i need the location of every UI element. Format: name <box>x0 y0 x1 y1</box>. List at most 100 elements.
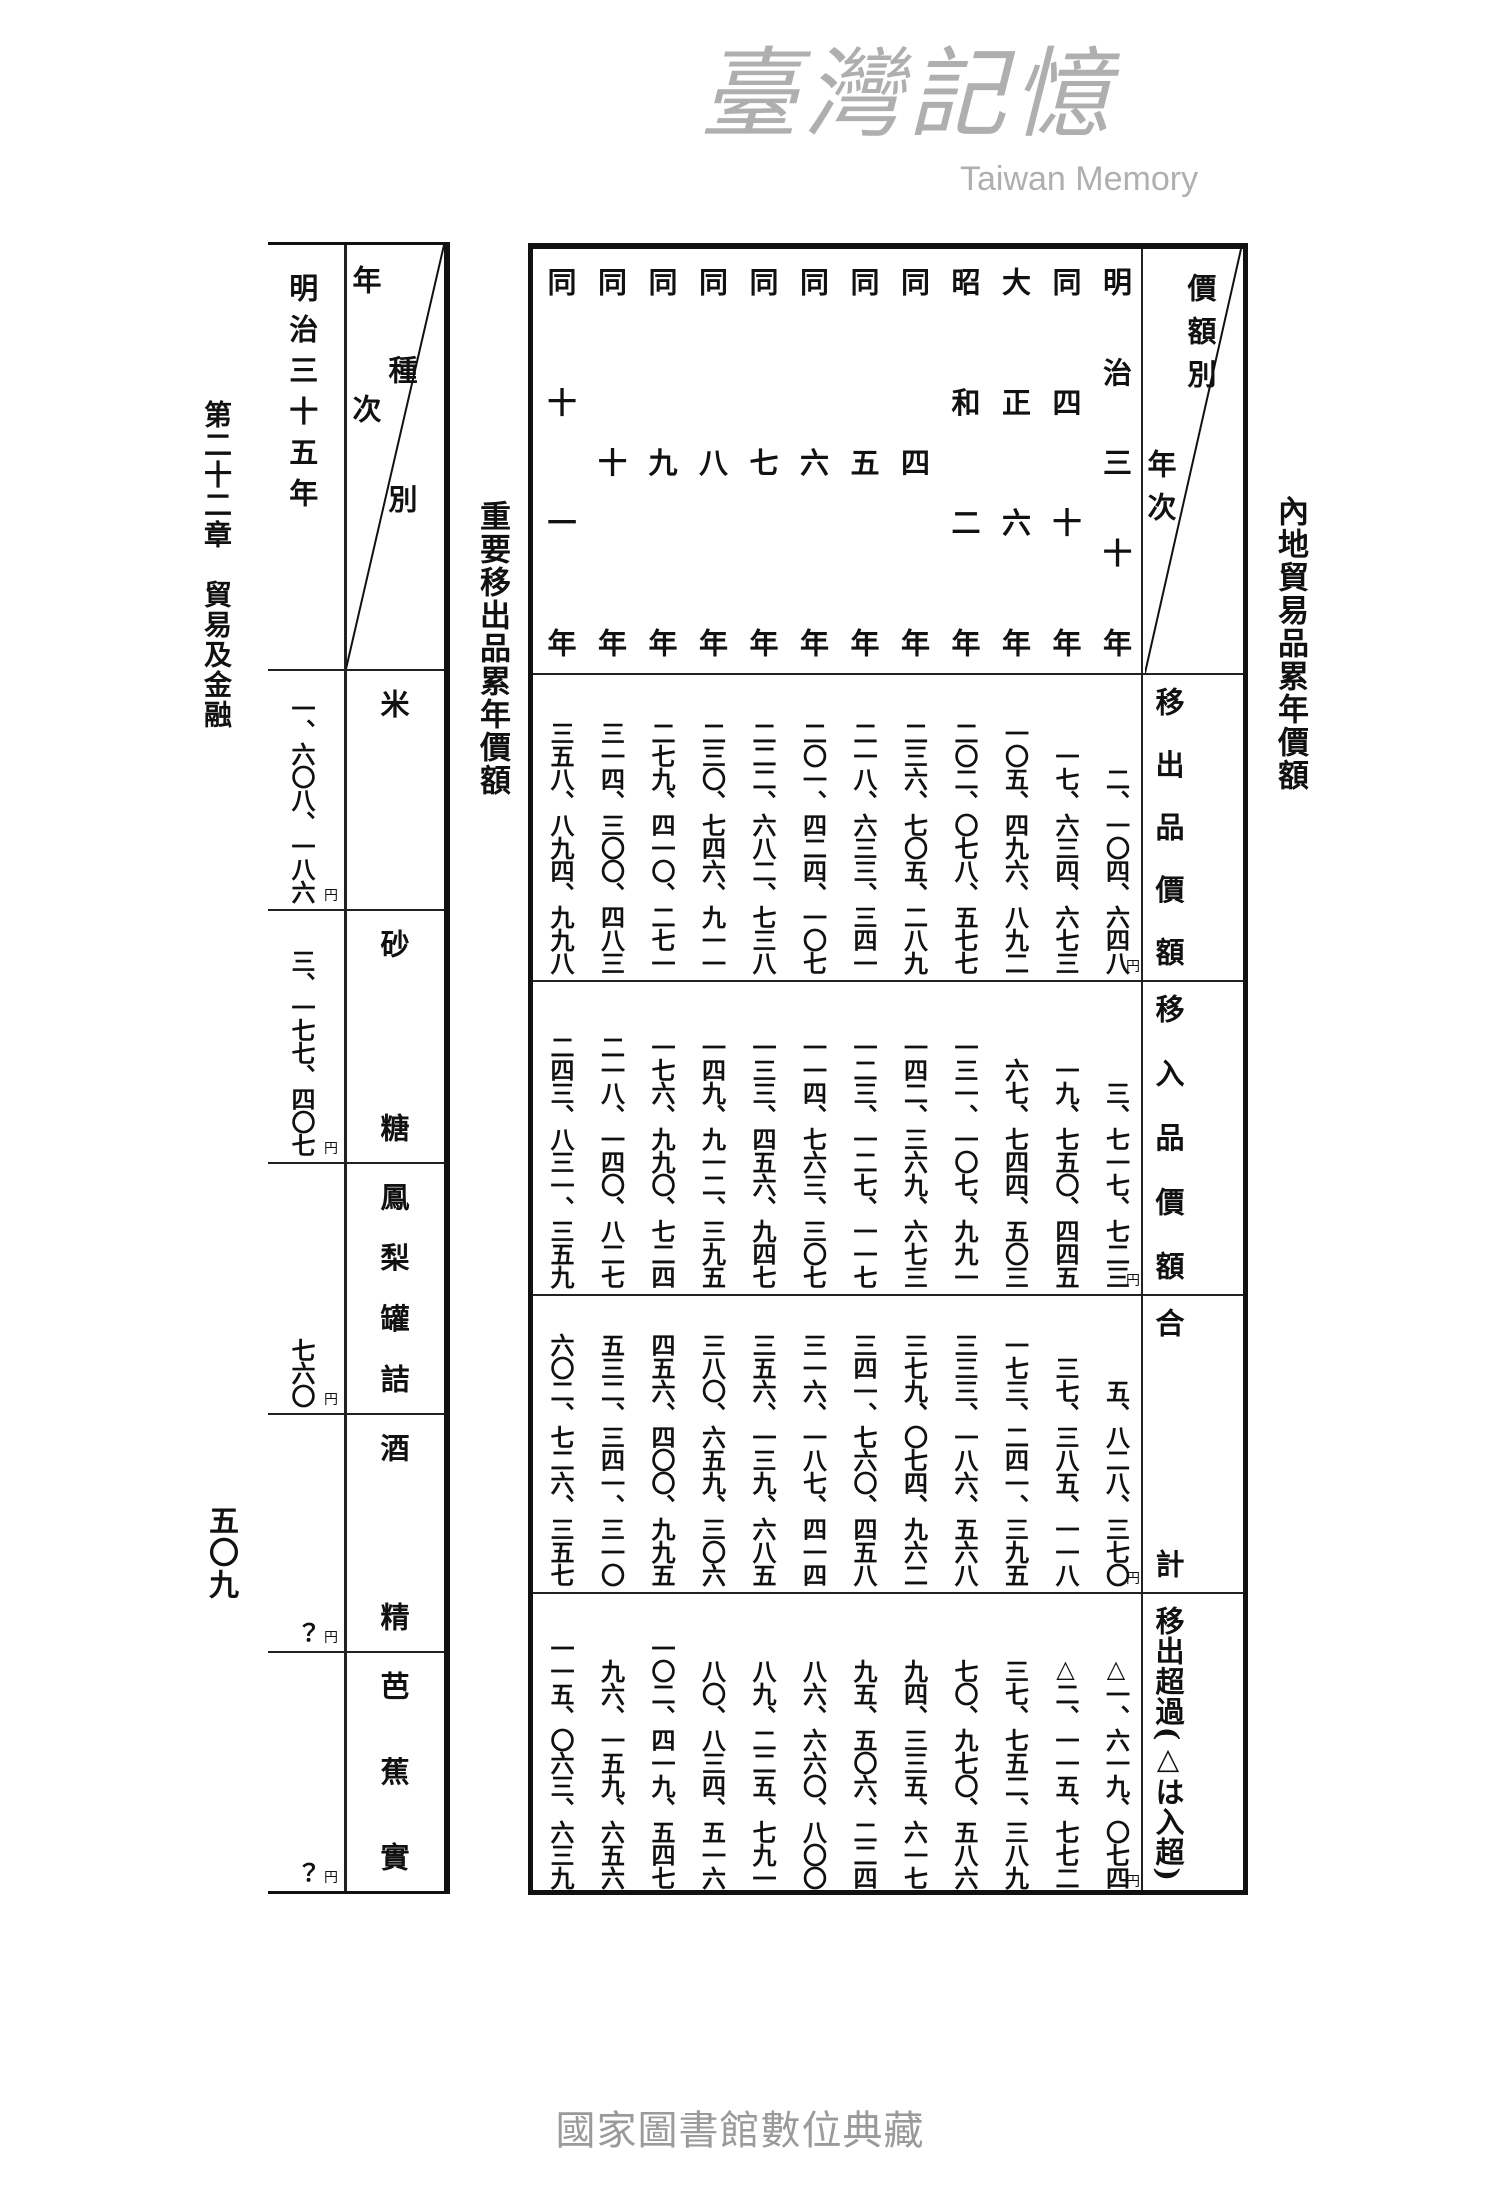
year-label: 同十一年 <box>543 267 577 657</box>
main-corner-top: 價額別 <box>1183 273 1217 402</box>
table-cell: 五、八二八、三七〇 <box>1101 1379 1131 1586</box>
table-cell: 一三一、一〇七、九九一 <box>950 1035 979 1288</box>
table-cell: 二二二、六八二、七三八 <box>748 721 777 974</box>
unit-label: 円 <box>1126 1874 1140 1890</box>
table-cell: 一三三、四五六、九四七 <box>748 1035 777 1288</box>
table-cell: 二一八、一四〇、八二七 <box>596 1035 626 1288</box>
table-cell: △二、一一五、七七二 <box>1051 1654 1080 1889</box>
row-divider <box>268 909 444 911</box>
footer-credit: 國家圖書館數位典藏 <box>555 2108 925 2154</box>
row-divider <box>268 1162 444 1164</box>
table-cell: 一七三、二四一、三九五 <box>1000 1333 1030 1586</box>
sub-corner-bottom: 年次 <box>348 265 382 523</box>
column-header: 移出超過(△は入超) <box>1151 1606 1185 1881</box>
sub-table-title: 重要移出品累年價額 <box>474 500 510 797</box>
year-label: 同八年 <box>694 267 729 657</box>
year-label: 明治三十年 <box>1098 267 1133 657</box>
item-value: ？ <box>287 1622 316 1645</box>
column-header: 移入品價額 <box>1151 994 1185 1280</box>
table-cell: 三七、七五二、三八九 <box>1000 1659 1030 1889</box>
table-cell: 二〇二、〇七八、五七七 <box>950 721 979 974</box>
row-divider <box>533 1294 1243 1296</box>
table-cell: 七〇、九七〇、五八六 <box>950 1659 979 1889</box>
table-cell: 二三〇、七四六、九一一 <box>697 721 727 974</box>
year-label: 昭和二年 <box>947 267 981 657</box>
unit-label: 円 <box>1126 1571 1140 1587</box>
table-cell: 三一六、一八七、四一四 <box>798 1333 828 1586</box>
year-label: 同九年 <box>644 267 678 657</box>
item-value: ？ <box>287 1862 316 1885</box>
item-label: 芭蕉實 <box>376 1671 410 1871</box>
table-cell: 八六、六六〇、八〇〇 <box>798 1659 828 1889</box>
table-cell: 二三六、七〇五、二八九 <box>899 721 929 974</box>
table-cell: 三五六、一三九、六八五 <box>748 1333 777 1586</box>
table-cell: 二一八、六三三、三四一 <box>849 721 878 974</box>
table-cell: 一九、七五〇、四四五 <box>1051 1058 1080 1288</box>
main-table: 價額別年次移出品價額円移入品價額円合計円移出超過(△は入超)円明治三十年二、一〇… <box>528 243 1248 1895</box>
unit-label: 円 <box>1126 959 1140 975</box>
main-table-title: 內地貿易品累年價額 <box>1272 495 1308 792</box>
row-divider <box>268 1413 444 1415</box>
unit-label: 円 <box>324 1392 338 1408</box>
table-cell: 一七、六三四、六七三 <box>1051 744 1080 974</box>
sub-table: 種別 年次 明治三十五年 米一、六〇八、一八六円砂糖三、一七七、四〇七円鳳梨罐詰… <box>268 242 450 1894</box>
year-label: 大正六年 <box>997 267 1032 657</box>
year-label: 同六年 <box>795 267 830 657</box>
year-label: 同十年 <box>593 267 628 657</box>
year-label: 同四十年 <box>1048 267 1082 657</box>
row-divider <box>268 1651 444 1653</box>
unit-label: 円 <box>324 1141 338 1157</box>
table-cell: 一二三、一二七、一一七 <box>849 1035 878 1288</box>
table-cell: 三一四、三〇〇、四八三 <box>596 721 626 974</box>
table-cell: 六七、七四四、五〇三 <box>1000 1058 1030 1288</box>
main-corner-bottom: 年次 <box>1143 449 1177 535</box>
table-cell: 九四、三三五、六一七 <box>899 1659 929 1889</box>
table-cell: 一七六、九九〇、七二四 <box>647 1035 676 1288</box>
chapter-heading: 第二十二章 貿易及金融 <box>200 400 233 730</box>
table-cell: 九五、五〇六、二二四 <box>849 1659 878 1889</box>
item-label: 砂糖 <box>376 929 410 1142</box>
item-label: 米 <box>376 689 410 718</box>
sub-year: 明治三十五年 <box>284 273 319 519</box>
unit-label: 円 <box>324 888 338 904</box>
table-cell: 三三三、一八六、五六八 <box>950 1333 979 1586</box>
table-cell: 一四二、三六九、六七三 <box>899 1035 929 1288</box>
table-cell: 三七、三八五、一一八 <box>1051 1356 1080 1586</box>
table-cell: 六〇二、七二六、三五七 <box>546 1333 575 1586</box>
table-cell: 九六、一五九、六五六 <box>596 1659 626 1889</box>
column-header: 合計 <box>1151 1308 1185 1578</box>
page-number: 五〇九 <box>203 1505 238 1601</box>
year-label: 同四年 <box>896 267 931 657</box>
row-divider <box>268 669 444 671</box>
table-cell: 三七九、〇七四、九六二 <box>899 1333 929 1586</box>
unit-label: 円 <box>324 1870 338 1886</box>
table-cell: △一、六一九、〇七四 <box>1101 1654 1131 1889</box>
watermark-logo: 臺灣記憶 <box>700 38 1117 152</box>
table-cell: 二〇一、四二四、一〇七 <box>798 721 828 974</box>
table-cell: 三、七一七、七二三 <box>1101 1081 1131 1288</box>
year-label: 同五年 <box>846 267 880 657</box>
unit-label: 円 <box>324 1630 338 1646</box>
table-cell: 一四九、九一二、三九五 <box>697 1035 727 1288</box>
unit-label: 円 <box>1126 1273 1140 1289</box>
item-value: 一、六〇八、一八六 <box>287 696 316 903</box>
item-label: 酒精 <box>376 1433 410 1631</box>
table-cell: 二四三、八三一、三五九 <box>546 1035 575 1288</box>
corner-diagonal <box>1145 249 1242 673</box>
table-cell: 四五六、四〇〇、九九五 <box>647 1333 676 1586</box>
item-label: 鳳梨罐詰 <box>376 1182 410 1393</box>
table-cell: 三四一、七六〇、四五八 <box>849 1333 878 1586</box>
table-cell: 八九、二二五、七九一 <box>748 1659 777 1889</box>
table-cell: 一一五、〇六三、六三九 <box>546 1636 575 1889</box>
corner-diagonal <box>346 245 444 669</box>
table-cell: 二、一〇四、六四八 <box>1101 767 1131 974</box>
row-divider <box>533 1592 1243 1594</box>
table-cell: 五三二、三四一、三一〇 <box>596 1333 626 1586</box>
item-value: 七六〇 <box>287 1338 316 1407</box>
year-label: 同七年 <box>745 267 779 657</box>
sub-corner-top: 種別 <box>384 355 418 613</box>
column-header: 移出品價額 <box>1151 687 1185 966</box>
table-cell: 二七九、四一〇、二七一 <box>647 721 676 974</box>
watermark-latin: Taiwan Memory <box>960 160 1199 198</box>
table-cell: 一〇二、四一九、五四七 <box>647 1636 676 1889</box>
